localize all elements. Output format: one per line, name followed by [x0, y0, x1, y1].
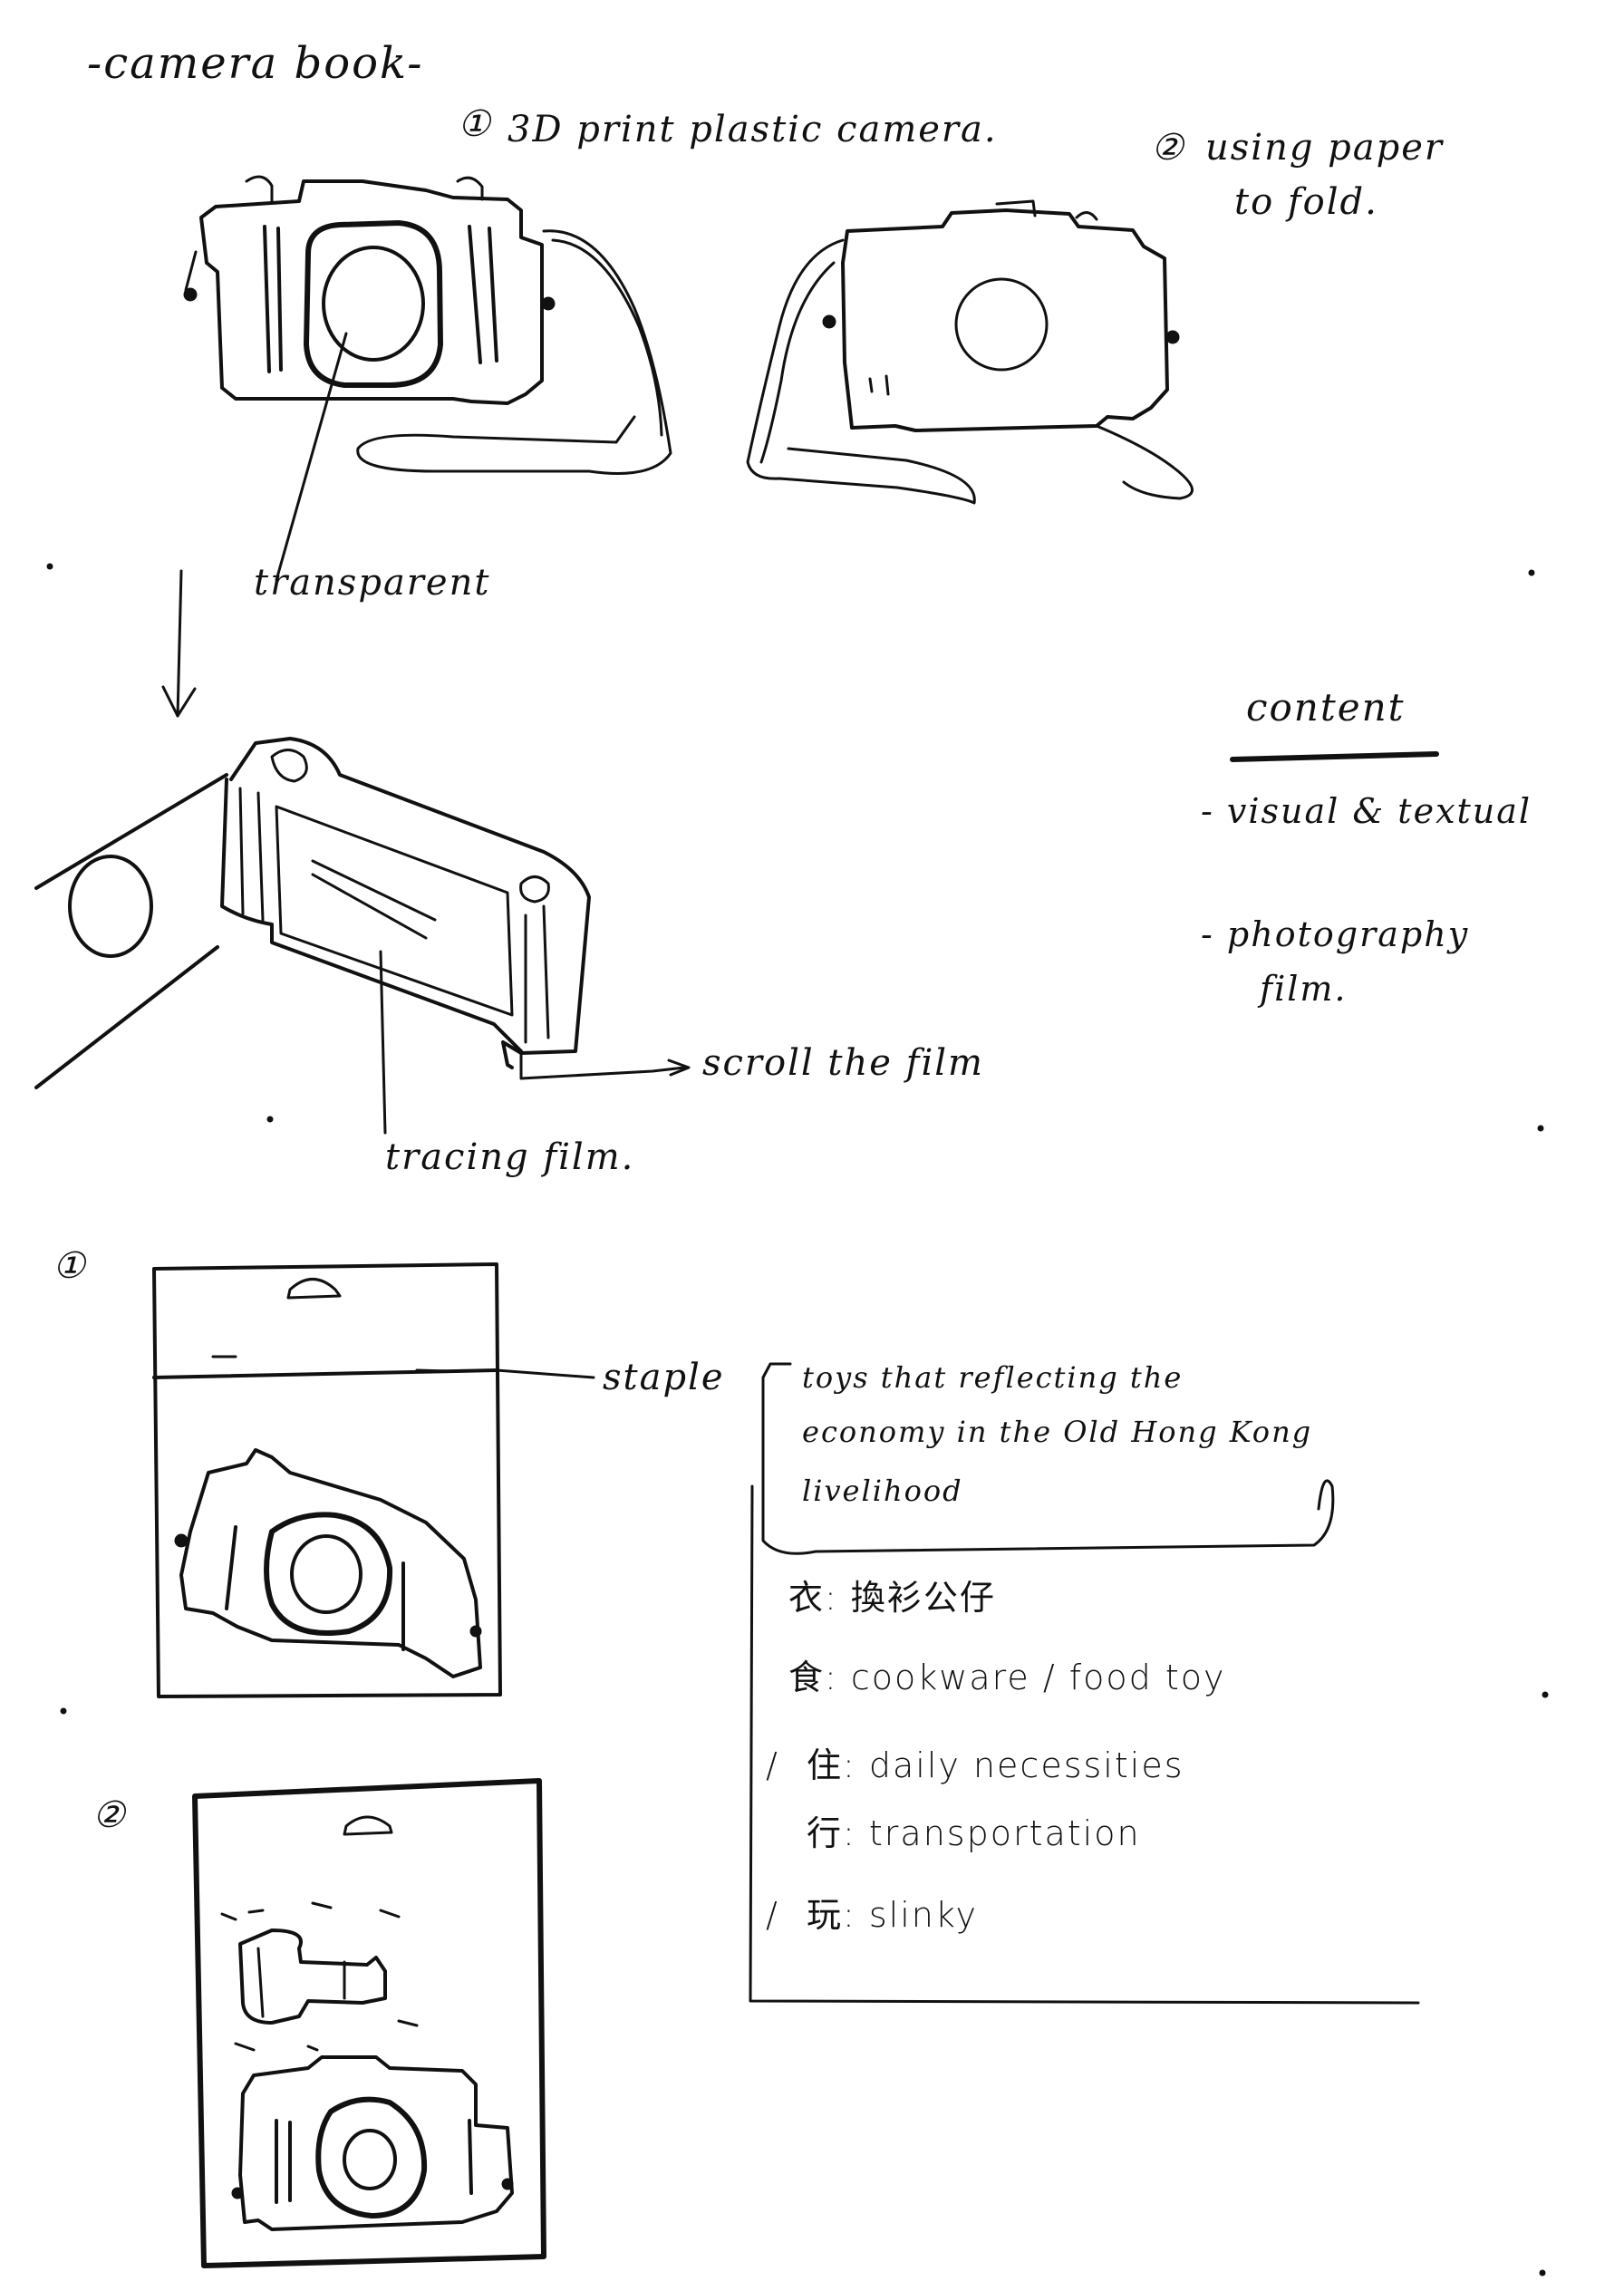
camera-sketch-paper-fold — [746, 199, 1194, 505]
open-camera-sketch — [34, 737, 686, 1089]
package-sketch-2 — [192, 1778, 546, 2268]
package-sketch-1 — [152, 1262, 595, 1698]
package-1-marker: ① — [53, 1245, 87, 1287]
content-heading-underline — [1230, 751, 1439, 762]
staple-label: staple — [603, 1357, 725, 1398]
toys-item-food: 食: cookware / food toy — [788, 1658, 1226, 1697]
content-item-1: - visual & textual — [1201, 791, 1532, 831]
toys-item-clothing: 衣: 換衫公仔 — [788, 1578, 996, 1618]
scroll-film-label: scroll the film — [702, 1042, 984, 1084]
scroll-film-arrowhead — [667, 1058, 691, 1077]
down-arrow — [161, 569, 197, 718]
toys-note-line-1: toys that reflecting the — [802, 1360, 1184, 1395]
content-item-2-line-2: film. — [1260, 969, 1348, 1009]
option-2-marker: ② — [1151, 127, 1185, 169]
camera-sketch-3d-print — [183, 175, 672, 475]
option-2-line-1: using paper — [1205, 127, 1445, 169]
paper-specks — [46, 563, 1549, 2276]
toys-item-transport: 行: transportation — [807, 1813, 1141, 1853]
toys-note-line-3: livelihood — [802, 1474, 963, 1508]
option-2-line-2: to fold. — [1234, 181, 1378, 223]
toys-note-box — [749, 1362, 1420, 2005]
transparent-pointer-line — [275, 332, 348, 582]
toys-item-play-prefix: / — [766, 1895, 779, 1935]
toys-item-play: 玩: slinky — [807, 1895, 979, 1935]
toys-item-housing-prefix: / — [766, 1745, 779, 1785]
sketch-title: -camera book- — [87, 38, 424, 89]
transparent-label: transparent — [254, 562, 491, 604]
tracing-film-pointer-line — [379, 950, 387, 1135]
toys-note-line-2: economy in the Old Hong Kong — [802, 1415, 1313, 1449]
content-item-2-line-1: - photography — [1201, 914, 1470, 954]
toys-item-housing: 住: daily necessities — [807, 1745, 1184, 1785]
option-1-text: 3D print plastic camera. — [508, 109, 998, 150]
tracing-film-label: tracing film. — [385, 1136, 635, 1178]
option-1-marker: ① — [458, 103, 492, 145]
content-heading: content — [1246, 685, 1406, 730]
package-2-marker: ② — [92, 1794, 127, 1836]
